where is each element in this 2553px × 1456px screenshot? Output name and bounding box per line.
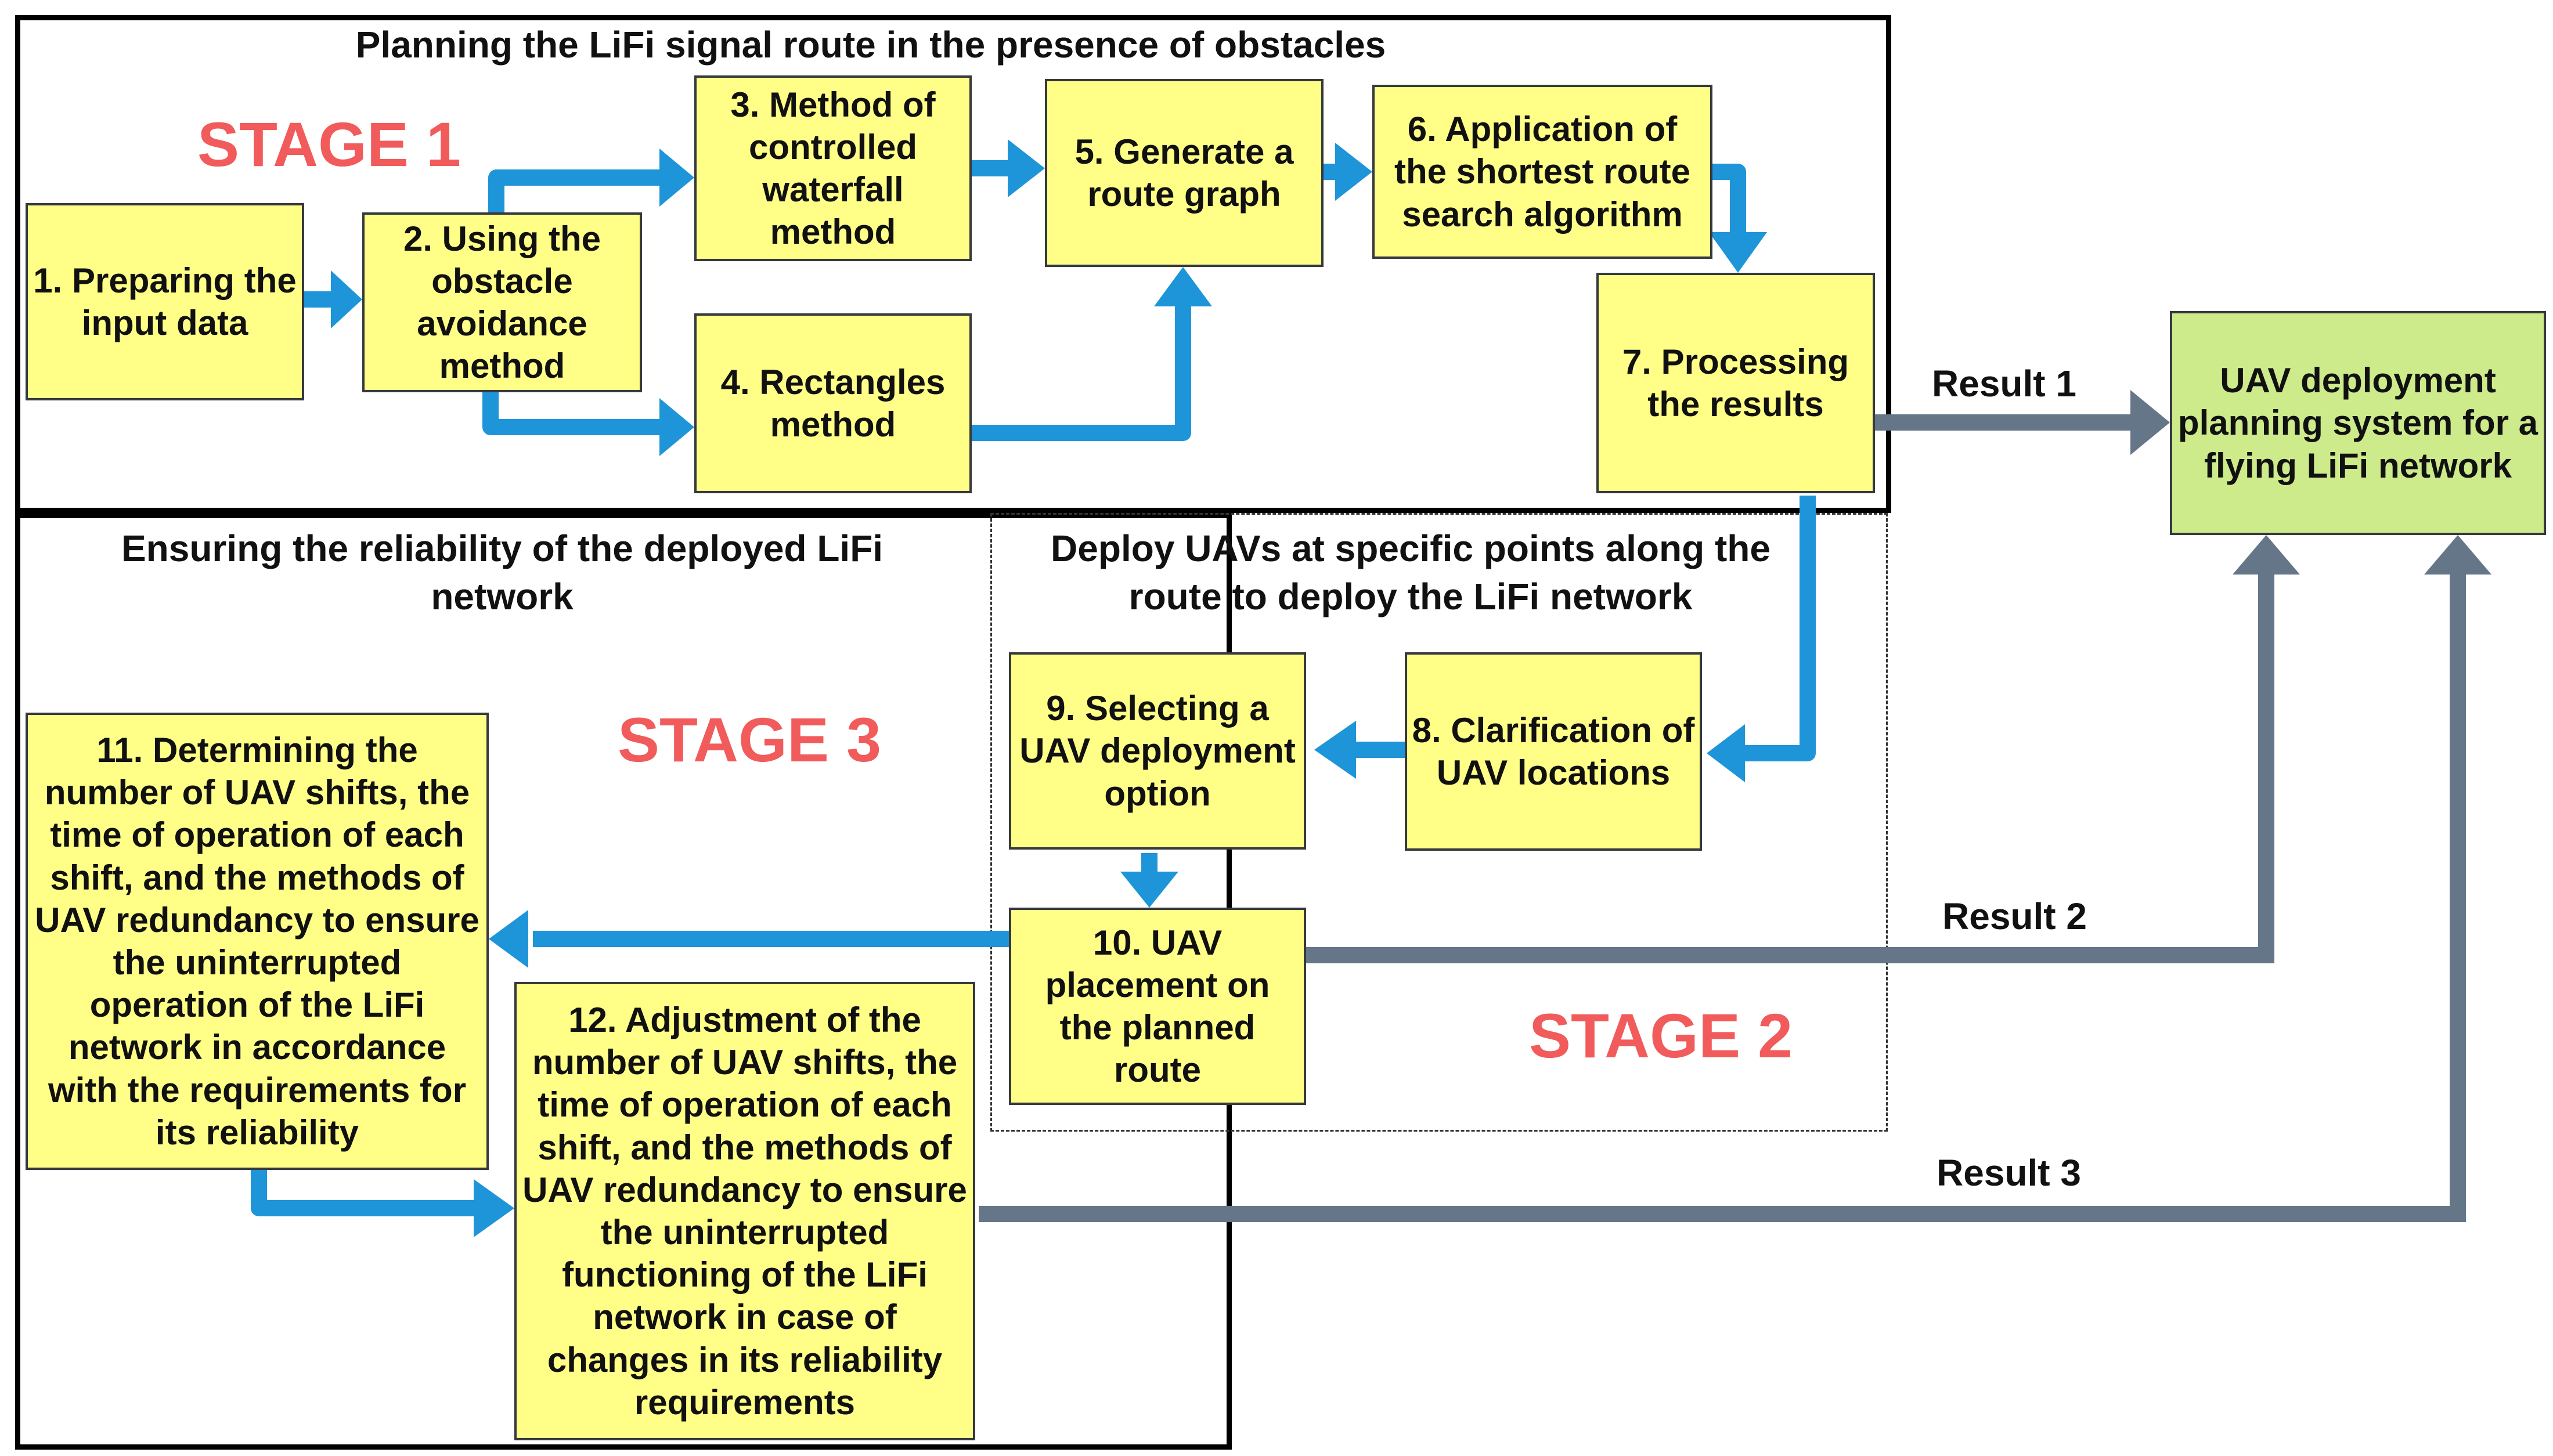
result3-label: Result 3 bbox=[1937, 1152, 2081, 1194]
arrowhead-2-to-3 bbox=[659, 149, 694, 207]
arrow-7-to-8 bbox=[1745, 496, 1816, 761]
arrowhead-4-to-5 bbox=[1154, 267, 1212, 306]
arrowhead-1-to-2 bbox=[331, 270, 362, 328]
step-6-shortest-route: 6. Application of the shortest route sea… bbox=[1372, 85, 1712, 259]
uav-deployment-planning-system: UAV deployment planning system for a fly… bbox=[2170, 311, 2546, 535]
stage1-region bbox=[15, 15, 1891, 513]
stage3-heading: Ensuring the reliability of the deployed… bbox=[121, 528, 884, 618]
result2-arrow bbox=[1306, 569, 2274, 963]
stage2-region bbox=[990, 513, 1888, 1132]
step-5-route-graph: 5. Generate a route graph bbox=[1045, 79, 1324, 267]
arrowhead-3-to-5 bbox=[1008, 139, 1045, 197]
arrowhead-8-to-9 bbox=[1314, 721, 1356, 779]
stage1-label: STAGE 1 bbox=[197, 109, 461, 179]
step-3-controlled-waterfall: 3. Method of controlled waterfall method bbox=[694, 75, 972, 261]
step-12-adjustment-shifts: 12. Adjustment of the number of UAV shif… bbox=[514, 982, 975, 1440]
step-7-processing-results: 7. Processing the results bbox=[1596, 273, 1875, 493]
arrowhead-5-to-6 bbox=[1335, 143, 1372, 201]
arrow-11-to-12 bbox=[251, 1170, 479, 1216]
arrowhead-7-to-8 bbox=[1707, 724, 1745, 782]
arrow-6-to-7 bbox=[1712, 164, 1746, 232]
arrowhead-10-to-11 bbox=[489, 910, 528, 968]
step-11-determining-shifts: 11. Determining the number of UAV shifts… bbox=[26, 713, 489, 1170]
arrow-4-to-5 bbox=[972, 302, 1191, 441]
result1-label: Result 1 bbox=[1932, 363, 2076, 404]
arrowhead-2-to-4 bbox=[659, 398, 694, 456]
step-1-preparing-input-data: 1. Preparing the input data bbox=[26, 203, 304, 400]
stage3-label: STAGE 3 bbox=[618, 704, 882, 775]
arrow-2-to-3 bbox=[488, 169, 664, 212]
result1-arrowhead bbox=[2130, 390, 2170, 455]
step-2-obstacle-avoidance: 2. Using the obstacle avoidance method bbox=[362, 212, 642, 392]
arrow-2-to-4 bbox=[482, 392, 664, 435]
stage1-heading: Planning the LiFi signal route in the pr… bbox=[355, 24, 1386, 66]
step-9-deployment-option: 9. Selecting a UAV deployment option bbox=[1009, 652, 1306, 850]
arrowhead-6-to-7 bbox=[1709, 232, 1767, 273]
stage2-label: STAGE 2 bbox=[1529, 1000, 1793, 1071]
result2-label: Result 2 bbox=[1942, 895, 2087, 937]
step-10-uav-placement: 10. UAV placement on the planned route bbox=[1009, 908, 1306, 1105]
stage2-heading: Deploy UAVs at specific points along the… bbox=[1051, 528, 1770, 618]
step-4-rectangles: 4. Rectangles method bbox=[694, 313, 972, 493]
result3-arrowhead bbox=[2424, 535, 2491, 575]
result2-arrowhead bbox=[2233, 535, 2300, 575]
result3-arrow bbox=[979, 569, 2466, 1222]
arrowhead-11-to-12 bbox=[474, 1179, 514, 1237]
arrowhead-9-to-10 bbox=[1120, 872, 1178, 908]
step-8-clarification-locations: 8. Clarification of UAV locations bbox=[1405, 652, 1702, 851]
